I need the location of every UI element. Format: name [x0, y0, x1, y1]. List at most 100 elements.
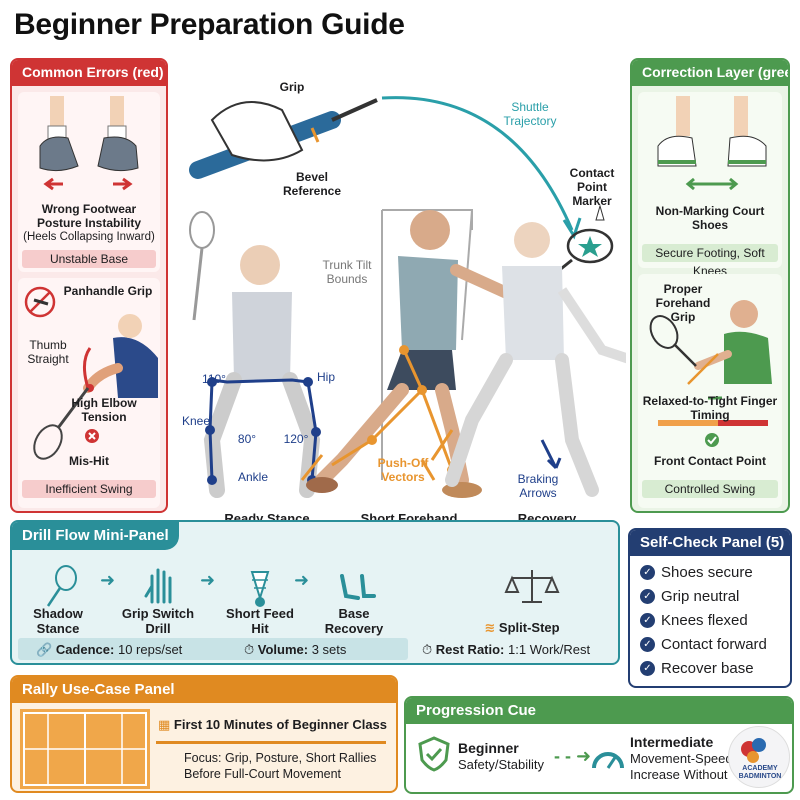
- timer-icon: ⏱: [422, 642, 436, 657]
- contact-point-marker-label: Contact Point Marker: [569, 166, 615, 208]
- check-icon: ✓: [640, 565, 655, 580]
- drill-flow-header: Drill Flow Mini-Panel: [12, 522, 179, 550]
- rally-header: Rally Use-Case Panel: [12, 677, 396, 703]
- common-errors-panel: Common Errors (red) Wrong Footwear Postu…: [10, 58, 168, 513]
- panhandle-grip-label: Panhandle Grip: [63, 284, 153, 298]
- rest-ratio-label: Rest Ratio:: [435, 642, 505, 657]
- drill-arrow-1: ➜: [100, 570, 116, 590]
- stopwatch-icon: ⏱: [244, 642, 258, 657]
- volume-info: ⏱ Volume: 3 sets: [244, 642, 346, 658]
- wrong-footwear-label: Wrong Footwear: [41, 202, 137, 216]
- high-elbow-tension-label: High Elbow Tension: [71, 396, 137, 424]
- rally-title-text: First 10 Minutes of Beginner Class: [173, 717, 388, 732]
- thumb-straight-label: Thumb Straight: [27, 338, 69, 366]
- unstable-base-strip: Unstable Base: [22, 250, 156, 268]
- cadence-info: 🔗 Cadence: 10 reps/set: [36, 642, 182, 658]
- check-item-label: Grip neutral: [661, 588, 740, 605]
- correction-header: Correction Layer (green): [632, 60, 788, 86]
- grip-label: Grip: [279, 80, 305, 94]
- bevel-reference-label: Bevel Reference: [282, 170, 342, 198]
- braking-arrows-label: Braking Arrows: [517, 472, 559, 500]
- check-icon: ✓: [640, 589, 655, 604]
- drill-arrow-3: ➜: [294, 570, 310, 590]
- link-icon: 🔗: [36, 642, 56, 657]
- correct-shoes-icon: [657, 96, 767, 191]
- progression-arrow: - - ➜: [554, 746, 592, 766]
- academy-logo-text: ACADEMY BADMINTON: [738, 765, 782, 780]
- ankle-label: Ankle: [237, 470, 269, 484]
- player-sequence-illustration: [189, 96, 626, 498]
- secure-footing-strip: Secure Footing, Soft Knees: [642, 244, 778, 278]
- check-icon: ✓: [640, 637, 655, 652]
- drill-arrow-2: ➜: [200, 570, 216, 590]
- controlled-swing-strip: Controlled Swing: [642, 480, 778, 498]
- check-icon: ✓: [640, 661, 655, 676]
- shoes-card: Non-Marking Court Shoes Secure Footing, …: [638, 92, 782, 278]
- intermediate-detail-2: Increase Without: [630, 767, 728, 782]
- drill-step-short-feed: Short Feed Hit: [226, 606, 294, 636]
- split-step-text: Split-Step: [498, 620, 560, 635]
- angle-120-label: 120°: [283, 432, 309, 446]
- check-item-contact: ✓ Contact forward: [640, 636, 767, 653]
- technique-illustration: Grip Bevel Reference Shuttle Trajectory …: [172, 60, 626, 540]
- hip-label: Hip: [316, 370, 335, 384]
- wrong-shoes-icon: [39, 96, 139, 191]
- academy-logo: ACADEMY BADMINTON: [728, 726, 790, 788]
- proper-forehand-icon: [649, 300, 772, 447]
- page-title: Beginner Preparation Guide: [14, 8, 405, 41]
- beginner-detail: Safety/Stability: [458, 757, 544, 772]
- posture-instability-label: Posture Instability: [36, 216, 142, 230]
- calendar-icon: ▦: [158, 717, 174, 732]
- progression-cue-panel: Progression Cue Beginner Safety/Stabilit…: [404, 696, 794, 794]
- intermediate-detail-1: Movement-Speed: [630, 751, 733, 766]
- check-item-grip: ✓ Grip neutral: [640, 588, 739, 605]
- check-item-knees: ✓ Knees flexed: [640, 612, 748, 629]
- knee-label: Knee: [181, 414, 211, 428]
- cadence-label: Cadence:: [55, 642, 115, 657]
- proper-forehand-grip-label: Proper Forehand Grip: [655, 282, 711, 324]
- court-icon: [20, 709, 150, 789]
- check-item-recover: ✓ Recover base: [640, 660, 754, 677]
- errors-header: Common Errors (red): [12, 60, 166, 86]
- rally-focus-2: Before Full-Court Movement: [184, 767, 342, 781]
- progression-header: Progression Cue: [406, 698, 792, 724]
- finger-timing-label: Relaxed-to-Tight Finger Timing: [642, 394, 778, 422]
- check-item-label: Shoes secure: [661, 564, 753, 581]
- drill-meta-bar: [18, 638, 408, 660]
- volume-value: 3 sets: [311, 642, 347, 657]
- mis-hit-label: Mis-Hit: [69, 454, 109, 468]
- rest-ratio-value: 1:1 Work/Rest: [508, 642, 591, 657]
- cadence-value: 10 reps/set: [117, 642, 183, 657]
- front-contact-point-label: Front Contact Point: [654, 454, 766, 468]
- drill-step-shadow-stance: Shadow Stance: [33, 606, 83, 636]
- grip-error-card: Panhandle Grip Thumb Straight High Elbow…: [18, 278, 160, 508]
- spring-icon: ≋: [484, 620, 499, 635]
- trunk-tilt-bounds-label: Trunk Tilt Bounds: [322, 258, 372, 286]
- drill-icons: [46, 565, 560, 607]
- check-icon: ✓: [640, 613, 655, 628]
- check-item-label: Knees flexed: [661, 612, 748, 629]
- rally-focus-1: Focus: Grip, Posture, Short Rallies: [184, 751, 377, 765]
- check-item-label: Contact forward: [661, 636, 767, 653]
- inefficient-swing-strip: Inefficient Swing: [22, 480, 156, 498]
- beginner-label: Beginner: [458, 740, 519, 756]
- self-check-header: Self-Check Panel (5): [630, 530, 790, 556]
- rally-use-case-panel: Rally Use-Case Panel ▦ First 10 Minutes …: [10, 675, 398, 793]
- heels-collapsing-label: (Heels Collapsing Inward): [23, 231, 155, 243]
- check-item-label: Recover base: [661, 660, 754, 677]
- angle-110-label: 110°: [202, 372, 226, 386]
- push-off-vectors-label: Push-Off Vectors: [377, 456, 429, 484]
- proper-grip-card: Proper Forehand Grip Relaxed-to-Tight Fi…: [638, 274, 782, 508]
- speed-gauge-icon: [592, 752, 624, 769]
- rally-timeline: [156, 741, 386, 744]
- split-step-label: ≋ Split-Step: [472, 620, 572, 635]
- panhandle-grip-icon: [24, 286, 158, 460]
- academy-logo-icon: [741, 738, 766, 763]
- correction-layer-panel: Correction Layer (green) Non-Marking Cou…: [630, 58, 790, 513]
- rally-title: ▦ First 10 Minutes of Beginner Class: [158, 717, 387, 733]
- self-check-panel: Self-Check Panel (5) ✓ Shoes secure ✓ Grip…: [628, 528, 792, 688]
- volume-label: Volume:: [257, 642, 309, 657]
- intermediate-label: Intermediate: [630, 734, 714, 750]
- drill-step-grip-switch: Grip Switch Drill: [121, 606, 195, 636]
- drill-flow-panel: Drill Flow Mini-Panel ➜ ➜ ➜ Shadow Stanc…: [10, 520, 620, 665]
